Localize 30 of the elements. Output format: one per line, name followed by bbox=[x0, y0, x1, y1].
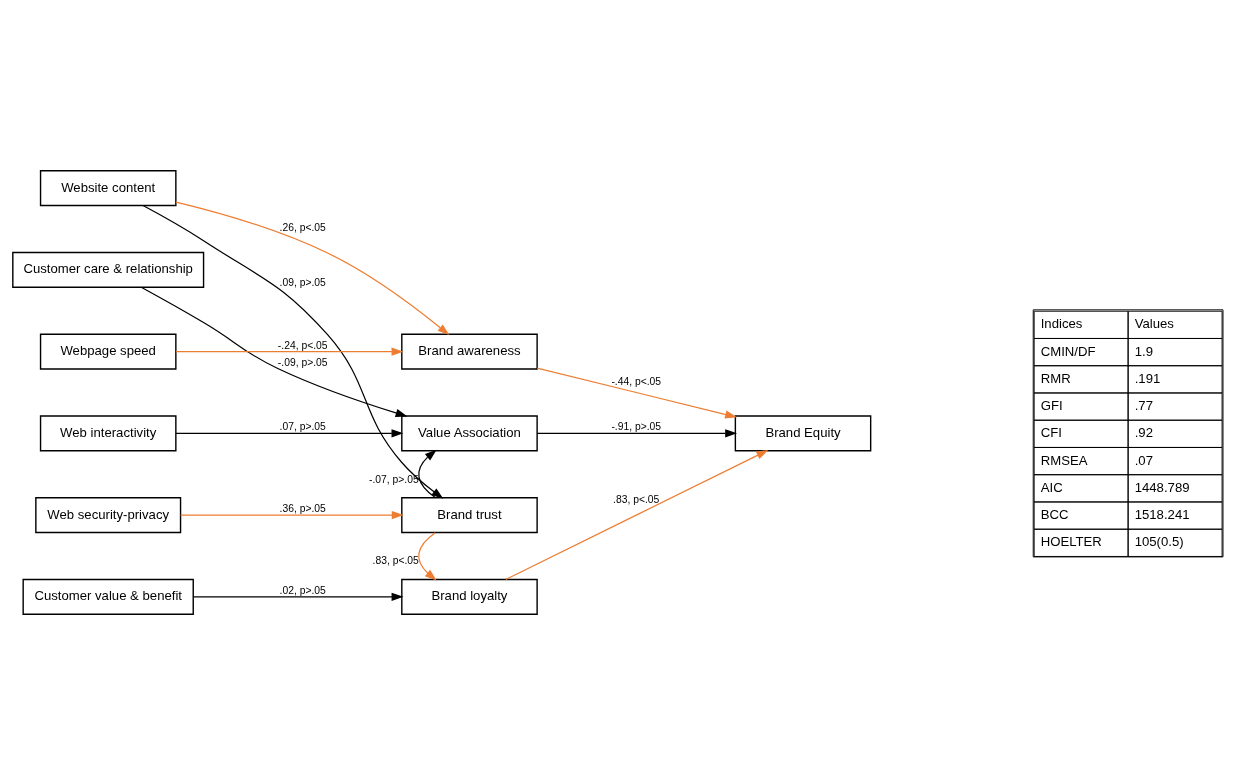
label: Values bbox=[1134, 315, 1174, 331]
label: .92 bbox=[1134, 424, 1153, 440]
label: GFI bbox=[1040, 397, 1063, 413]
edge-label: .07, p>.05 bbox=[279, 420, 326, 432]
edge-label: .09, p>.05 bbox=[279, 276, 326, 288]
edge-label: -.07, p>.05 bbox=[369, 473, 419, 485]
label: RMR bbox=[1040, 370, 1071, 386]
label: .191 bbox=[1134, 370, 1161, 386]
edge-label: .36, p>.05 bbox=[279, 502, 326, 514]
edge-label: .83, p<.05 bbox=[372, 554, 419, 566]
label: RMSEA bbox=[1040, 452, 1088, 468]
edge-label: .83, p<.05 bbox=[613, 493, 660, 505]
label: CMIN/DF bbox=[1040, 343, 1096, 359]
edge-label: -.24, p<.05 bbox=[277, 339, 328, 351]
label: 1518.241 bbox=[1134, 506, 1190, 522]
label: 105(0.5) bbox=[1134, 533, 1184, 549]
edge-label: .26, p<.05 bbox=[279, 221, 326, 233]
label: .77 bbox=[1134, 397, 1153, 413]
label: BCC bbox=[1040, 506, 1069, 522]
edge-label: -.91, p>.05 bbox=[611, 420, 662, 432]
label: Indices bbox=[1040, 315, 1083, 331]
label: .07 bbox=[1134, 452, 1153, 468]
edge-label: -.44, p<.05 bbox=[611, 375, 662, 387]
label: CFI bbox=[1040, 424, 1062, 440]
label: 1.9 bbox=[1134, 343, 1153, 359]
edge-label: -.09, p>.05 bbox=[277, 356, 328, 368]
label: 1448.789 bbox=[1134, 479, 1190, 495]
edge-label: .02, p>.05 bbox=[279, 584, 326, 596]
label: HOELTER bbox=[1040, 533, 1102, 549]
label: AIC bbox=[1040, 479, 1063, 495]
